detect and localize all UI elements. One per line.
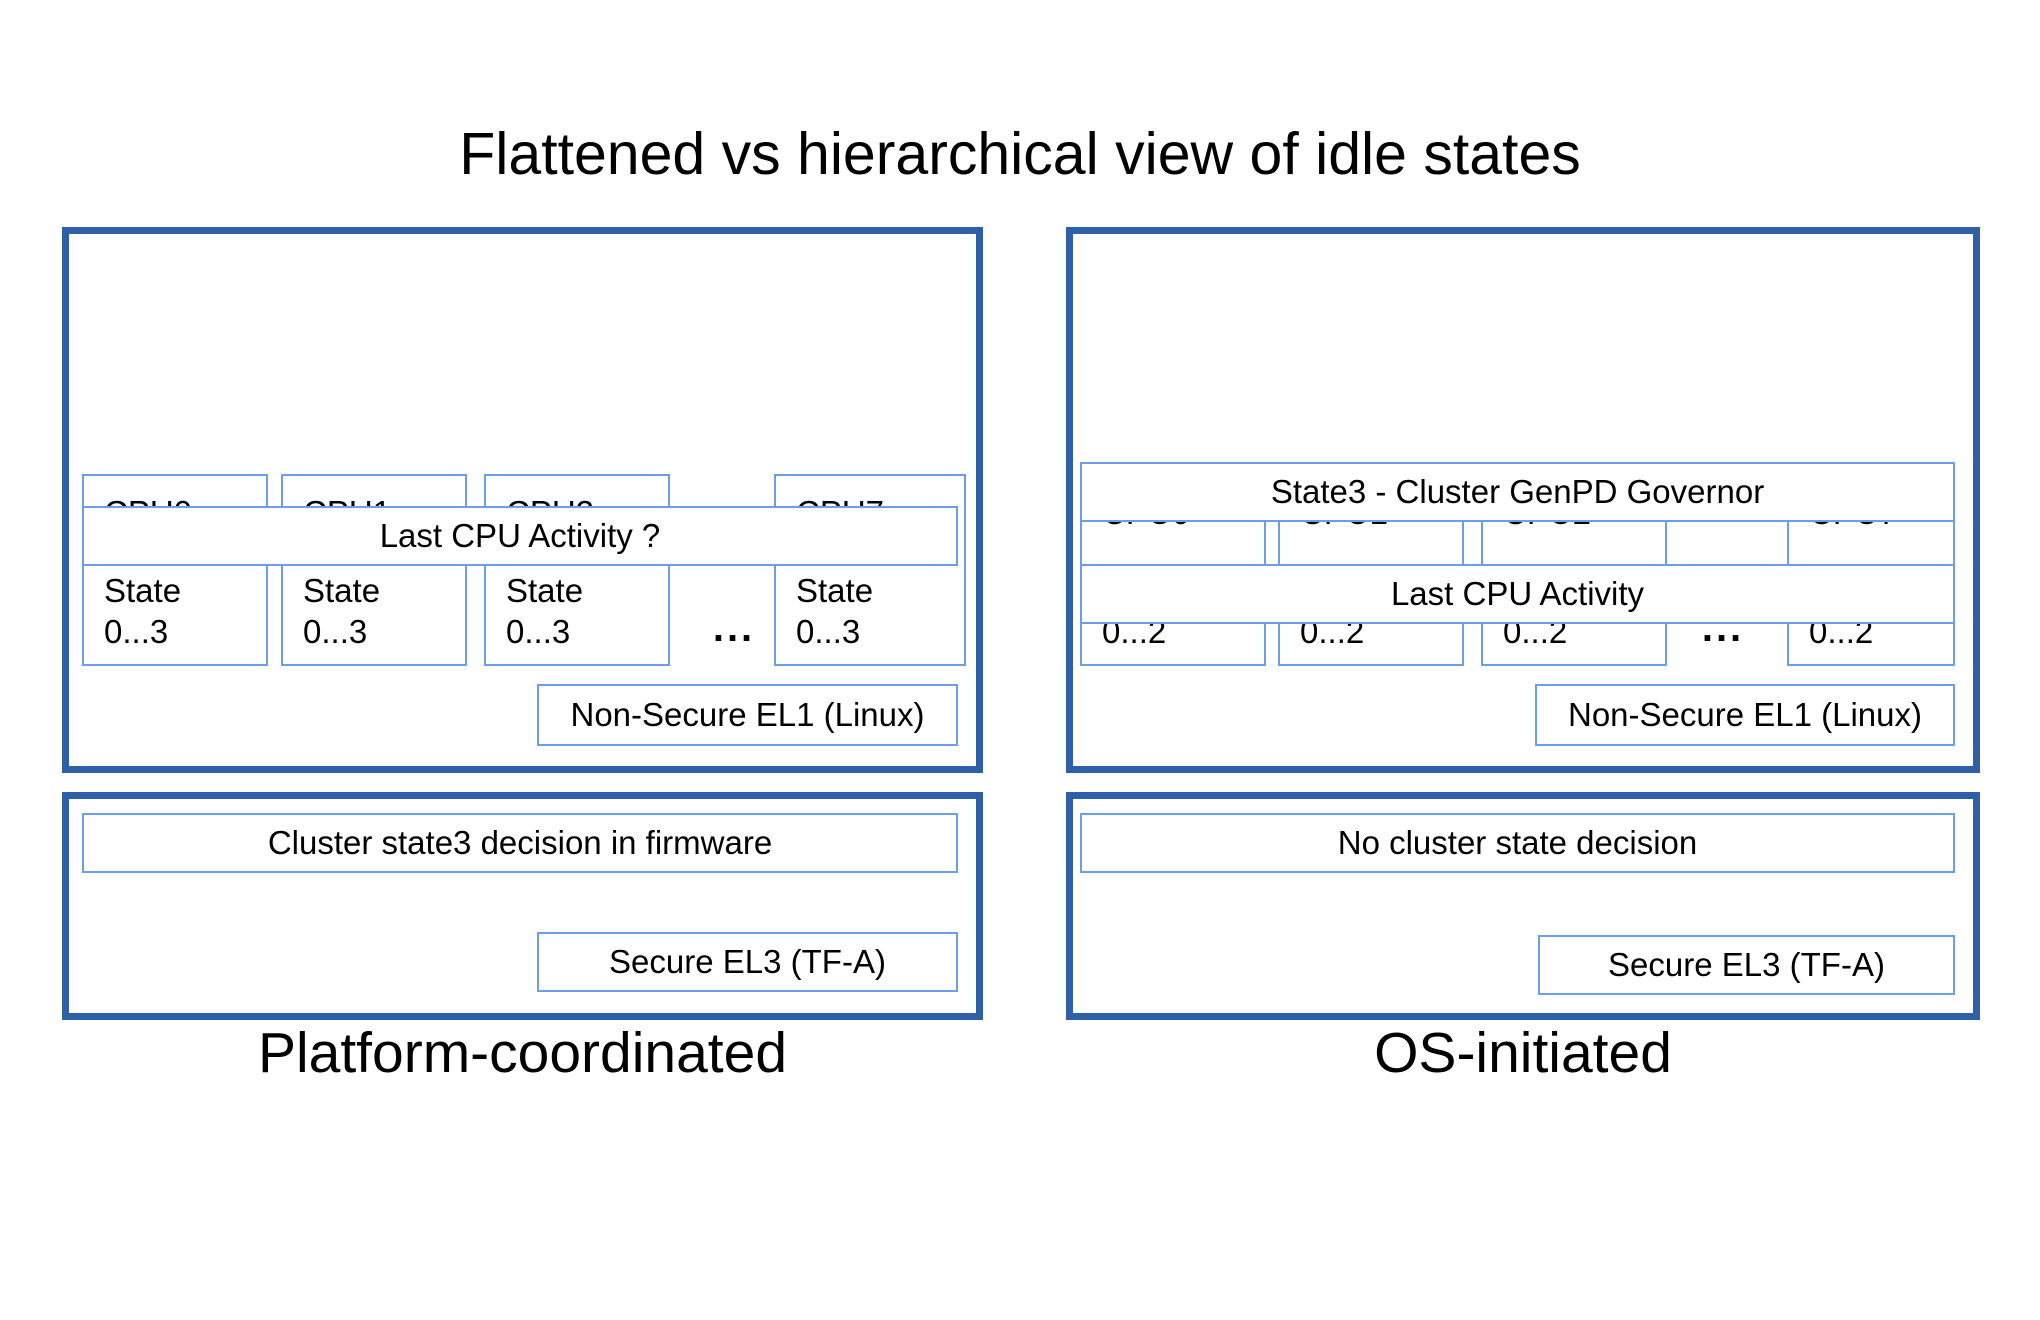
state-range: 0...3 — [104, 612, 169, 650]
cpu-state: State 0...3 — [796, 570, 958, 653]
non-secure-el1-box: Non-Secure EL1 (Linux) — [1535, 684, 1955, 746]
panel-platform-coordinated-nonsecure: CPU0 State 0...3 CPU1 State 0...3 CPU2 S… — [62, 227, 983, 773]
last-cpu-activity-box: Last CPU Activity — [1080, 564, 1955, 624]
cpu-state: State 0...3 — [506, 570, 662, 653]
state-range: 0...3 — [303, 612, 368, 650]
state-range: 0...3 — [506, 612, 571, 650]
secure-el3-box: Secure EL3 (TF-A) — [537, 932, 958, 992]
last-cpu-activity-box: Last CPU Activity ? — [82, 506, 958, 566]
genpd-governor-box: State3 - Cluster GenPD Governor — [1080, 462, 1955, 522]
caption-os-initiated: OS-initiated — [1374, 1021, 1672, 1085]
state-range: 0...3 — [796, 612, 861, 650]
state-label: State — [796, 571, 874, 609]
caption-platform-coordinated: Platform-coordinated — [257, 1021, 788, 1085]
state-label: State — [104, 571, 182, 609]
state-label: State — [506, 571, 584, 609]
panel-platform-coordinated-secure: Cluster state3 decision in firmware Secu… — [62, 792, 983, 1020]
cluster-decision-box: Cluster state3 decision in firmware — [82, 813, 958, 873]
cpu-ellipsis: ... — [712, 606, 756, 650]
non-secure-el1-box: Non-Secure EL1 (Linux) — [537, 684, 958, 746]
cpu-state: State 0...3 — [104, 570, 260, 653]
panel-os-initiated-nonsecure: CPU0 State 0...2 CPU1 State 0...2 CPU2 S… — [1066, 227, 1980, 773]
secure-el3-box: Secure EL3 (TF-A) — [1538, 935, 1955, 995]
cpu-box-cpu2: CPU2 State 0...3 — [484, 474, 670, 666]
state-label: State — [303, 571, 381, 609]
cpu-box-cpu0: CPU0 State 0...3 — [82, 474, 268, 666]
cpu-box-cpu7: CPU7 State 0...3 — [774, 474, 966, 666]
diagram-title: Flattened vs hierarchical view of idle s… — [459, 121, 1581, 187]
cpu-state: State 0...3 — [303, 570, 459, 653]
panel-os-initiated-secure: No cluster state decision Secure EL3 (TF… — [1066, 792, 1980, 1020]
cluster-decision-box: No cluster state decision — [1080, 813, 1955, 873]
cpu-box-cpu1: CPU1 State 0...3 — [281, 474, 467, 666]
